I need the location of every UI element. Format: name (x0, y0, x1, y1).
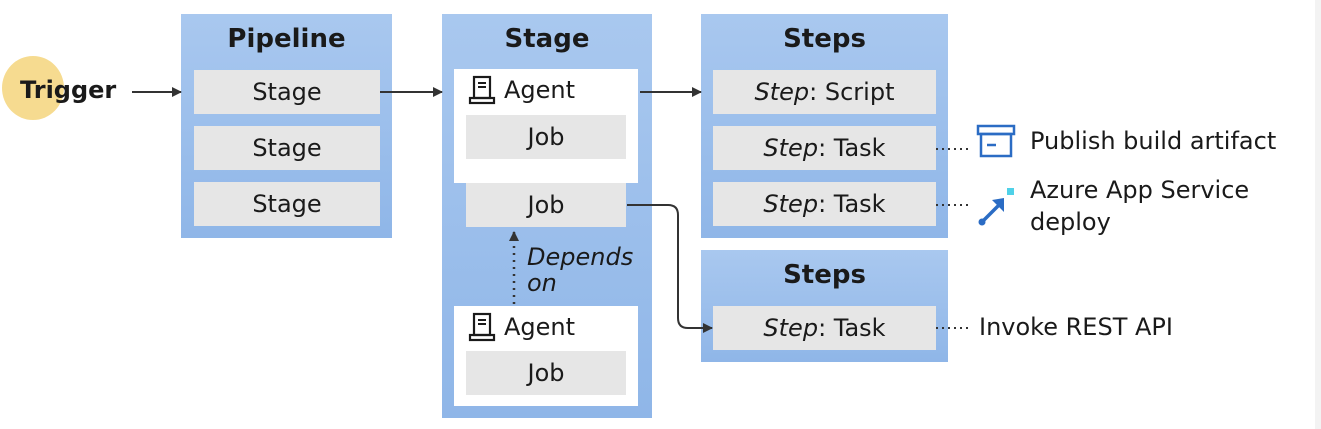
depends-on-line-1: Depends (527, 243, 634, 271)
right-edge (1315, 0, 1321, 429)
agent-box-1: Agent Job (454, 69, 638, 183)
agent-server-icon (468, 75, 496, 105)
trigger-highlight (2, 56, 64, 120)
depends-on-line-2: on (527, 269, 557, 297)
azure-label-line-1: Azure App Service (1030, 176, 1250, 204)
steps-bottom-title: Steps (783, 260, 866, 290)
arrow-job-steps-bottom (627, 204, 713, 333)
azure-app-service-icon (978, 188, 1014, 226)
agent-1: Agent (468, 75, 575, 105)
agent-box-2: Agent Job (454, 306, 638, 406)
steps-top-item-1: Step: Script (713, 70, 936, 114)
trigger-label: Trigger (20, 76, 117, 104)
publish-artifact: Publish build artifact (976, 124, 1276, 158)
steps-top-title: Steps (783, 24, 866, 54)
pipeline-stage-3: Stage (194, 182, 380, 226)
stage-job-middle: Job (466, 183, 626, 227)
agent-2-label: Agent (504, 313, 576, 341)
pipeline-panel: Pipeline Stage Stage Stage (181, 14, 392, 238)
steps-panel-bottom: Steps Step: Task (701, 250, 948, 362)
agent-1-job: Job (466, 115, 626, 159)
steps-top-item-3: Step: Task (713, 182, 936, 226)
depends-on-label: Depends on (527, 244, 633, 296)
agent-server-icon (468, 312, 496, 342)
invoke-rest-label: Invoke REST API (979, 313, 1173, 341)
agent-1-label: Agent (504, 76, 576, 104)
pipeline-stage-2: Stage (194, 126, 380, 170)
azure-deploy: Azure App Service deploy (976, 174, 1249, 238)
steps-bottom-item-1: Step: Task (713, 306, 936, 350)
azure-label-line-2: deploy (1030, 208, 1111, 236)
agent-2-job: Job (466, 351, 626, 395)
artifact-box-icon (976, 124, 1016, 158)
stage-title: Stage (504, 24, 590, 54)
publish-label: Publish build artifact (1030, 127, 1277, 155)
pipeline-stage-1: Stage (194, 70, 380, 114)
pipeline-title: Pipeline (227, 24, 346, 54)
steps-panel-top: Steps Step: Script Step: Task Step: Task (701, 14, 948, 238)
steps-top-item-2: Step: Task (713, 126, 936, 170)
invoke-rest: Invoke REST API (979, 311, 1173, 343)
stage-panel: Stage Agent Job Job Agent Job (442, 14, 652, 418)
agent-2: Agent (468, 312, 575, 342)
